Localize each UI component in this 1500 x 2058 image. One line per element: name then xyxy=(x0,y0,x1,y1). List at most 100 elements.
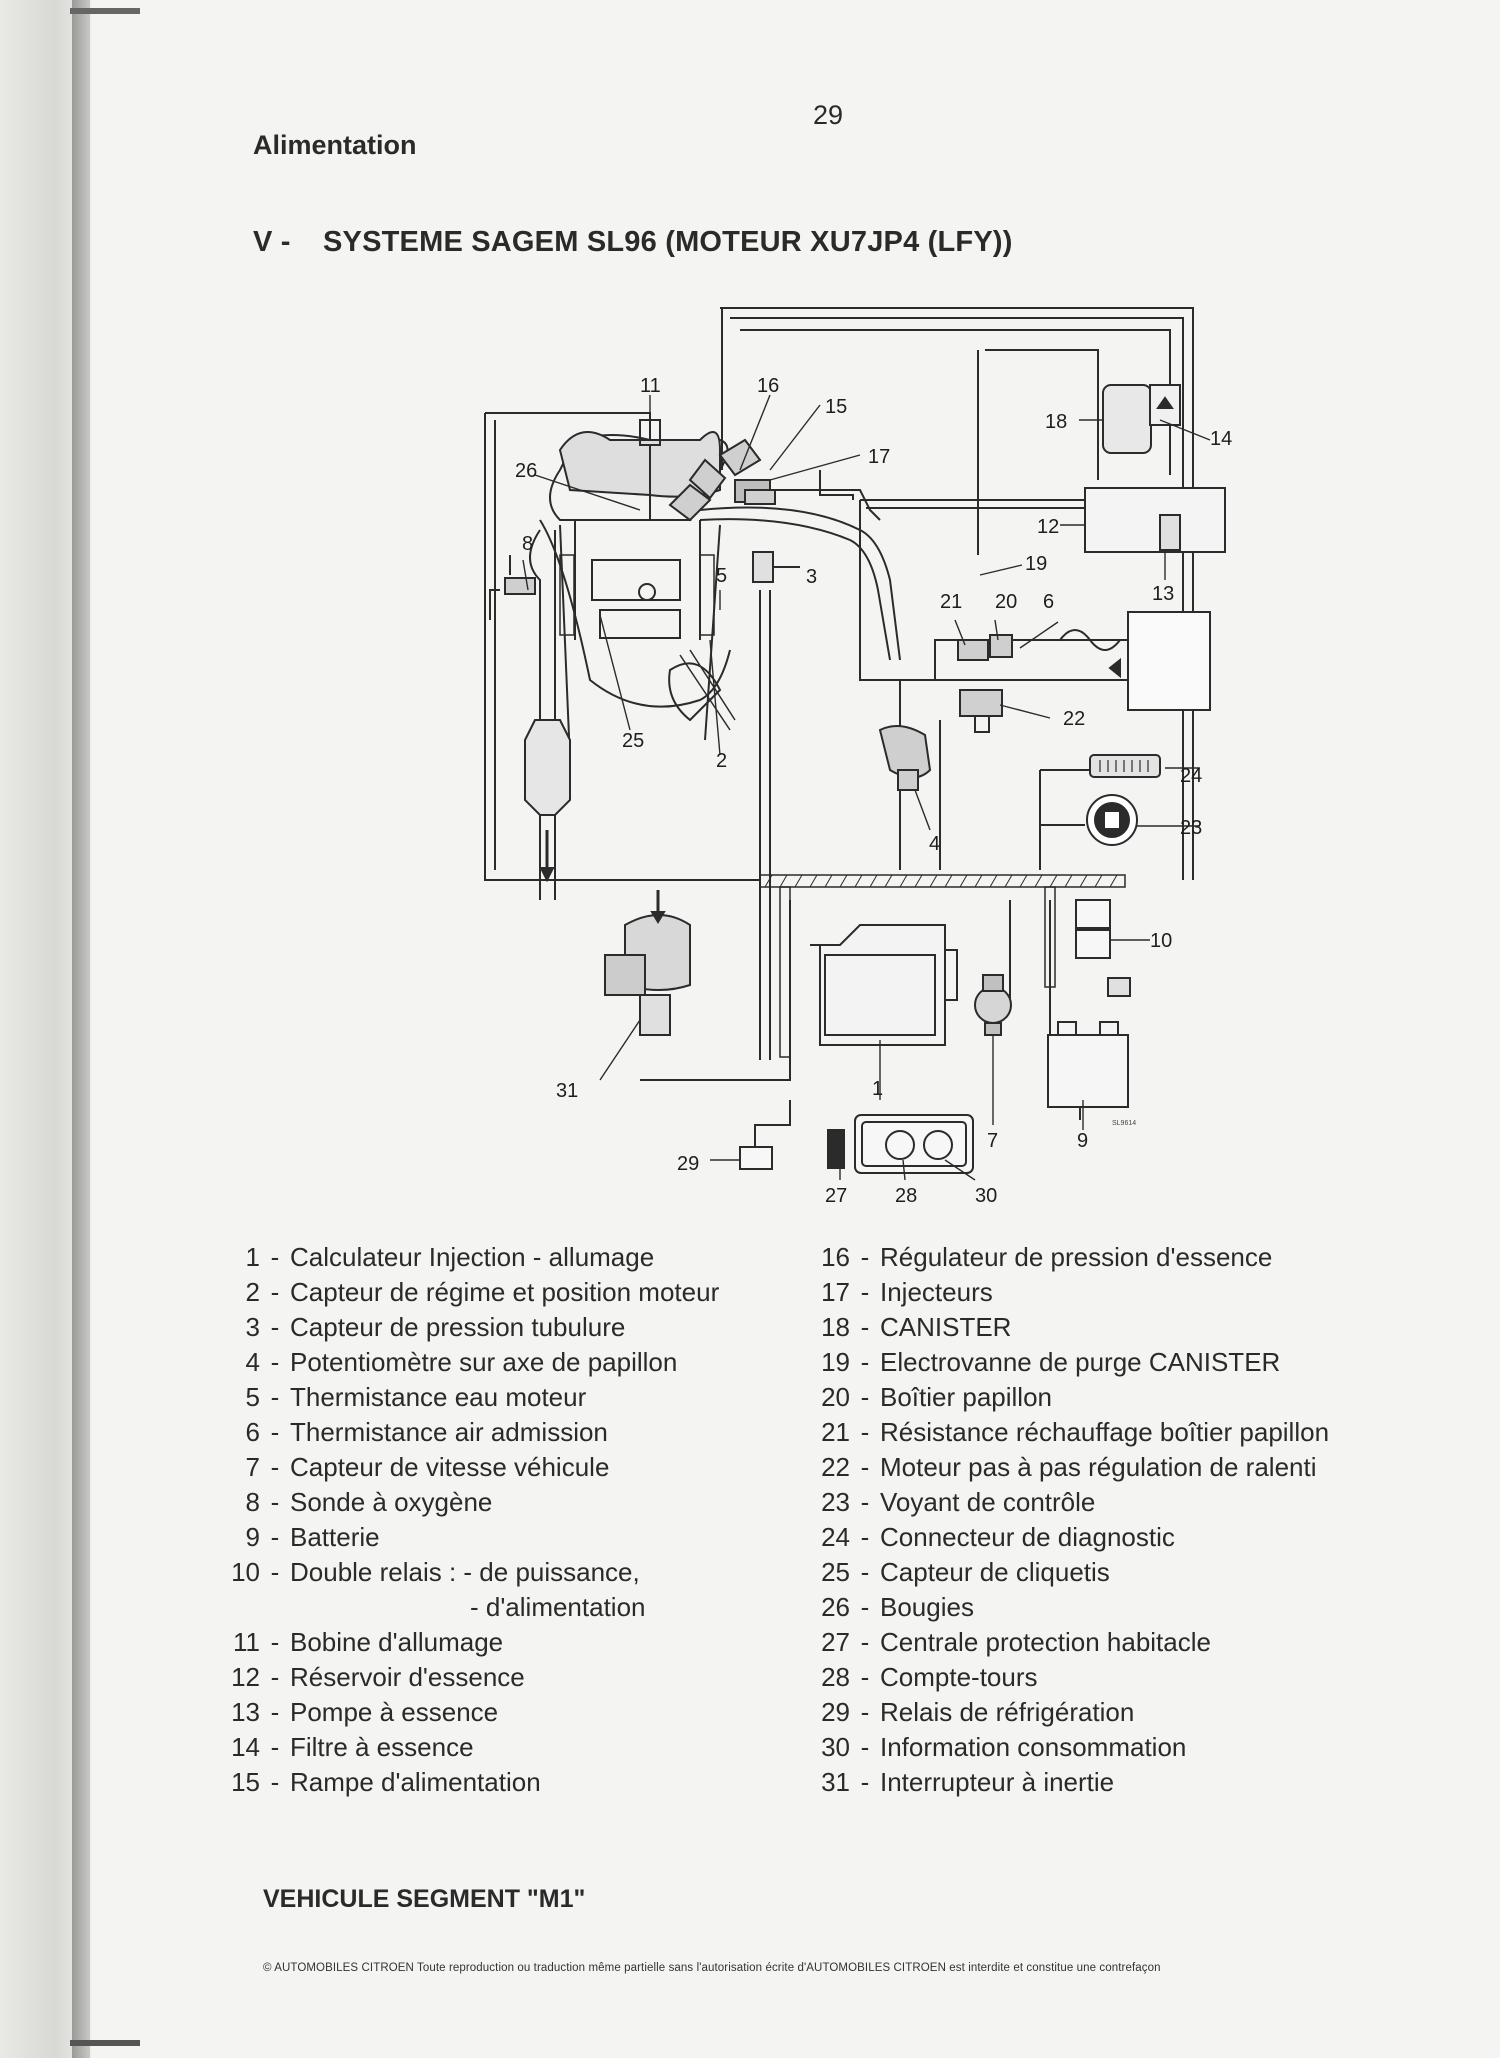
legend-item: 11-Bobine d'allumage xyxy=(210,1625,719,1660)
ignition-coil xyxy=(558,419,721,520)
legend-text: Interrupteur à inertie xyxy=(880,1767,1115,1797)
legend-text: Batterie xyxy=(290,1522,380,1552)
legend-text: CANISTER xyxy=(880,1312,1012,1342)
legend-item: 31-Interrupteur à inertie xyxy=(805,1765,1329,1800)
legend-item: 7-Capteur de vitesse véhicule xyxy=(210,1450,719,1485)
legend-num: 18 xyxy=(821,1312,850,1342)
legend-text: Boîtier papillon xyxy=(880,1382,1052,1412)
callout-17: 17 xyxy=(868,446,890,468)
legend-num: 20 xyxy=(821,1382,850,1412)
legend-item: 25-Capteur de cliquetis xyxy=(805,1555,1329,1590)
legend-num: 6 xyxy=(245,1417,260,1447)
legend-num: 9 xyxy=(245,1522,260,1552)
callout-leaders xyxy=(522,394,1211,1181)
callout-9: 9 xyxy=(1077,1130,1088,1152)
vehicle-segment-footer: VEHICULE SEGMENT "M1" xyxy=(263,1885,586,1913)
callout-23: 23 xyxy=(1180,817,1202,839)
callout-3: 3 xyxy=(806,566,817,588)
legend-text: - d'alimentation xyxy=(470,1592,646,1622)
callout-30: 30 xyxy=(975,1185,997,1207)
inertia-switch-31 xyxy=(604,890,691,1036)
legend-num: 15 xyxy=(231,1767,260,1797)
legend-item: 19-Electrovanne de purge CANISTER xyxy=(805,1345,1329,1380)
legend-num: 30 xyxy=(821,1732,850,1762)
callout-26: 26 xyxy=(515,460,537,482)
diagnostic-connector-24 xyxy=(1089,754,1161,778)
legend-item: 9-Batterie xyxy=(210,1520,719,1555)
callout-21: 21 xyxy=(940,591,962,613)
legend-text: Filtre à essence xyxy=(290,1732,474,1762)
callout-14: 14 xyxy=(1210,428,1232,450)
legend-text: Thermistance eau moteur xyxy=(290,1382,587,1412)
callout-18: 18 xyxy=(1045,411,1067,433)
legend-item: 21-Résistance réchauffage boîtier papill… xyxy=(805,1415,1329,1450)
canister-18 xyxy=(1102,384,1181,454)
pressure-sensor-3 xyxy=(752,551,800,583)
legend-text: Thermistance air admission xyxy=(290,1417,608,1447)
legend-num: 23 xyxy=(821,1487,850,1517)
warning-lamp-23 xyxy=(1086,794,1138,846)
callout-22: 22 xyxy=(1063,708,1085,730)
legend-item: 20-Boîtier papillon xyxy=(805,1380,1329,1415)
legend-item: 8-Sonde à oxygène xyxy=(210,1485,719,1520)
callout-6: 6 xyxy=(1043,591,1054,613)
legend-num: 1 xyxy=(245,1242,260,1272)
legend-text: Compte-tours xyxy=(880,1662,1038,1692)
legend-item: 23-Voyant de contrôle xyxy=(805,1485,1329,1520)
callout-16: 16 xyxy=(757,375,779,397)
legend-item: 6-Thermistance air admission xyxy=(210,1415,719,1450)
legend-item-continued: - d'alimentation xyxy=(210,1590,719,1625)
legend-text: Bougies xyxy=(880,1592,974,1622)
speed-sensor-7 xyxy=(974,974,1012,1036)
legend-item: 13-Pompe à essence xyxy=(210,1695,719,1730)
binding-shadow xyxy=(72,0,90,2058)
callout-25: 25 xyxy=(622,730,644,752)
legend-text: Réservoir d'essence xyxy=(290,1662,525,1692)
legend-num: 22 xyxy=(821,1452,850,1482)
legend-num: 8 xyxy=(245,1487,260,1517)
legend-item: 12-Réservoir d'essence xyxy=(210,1660,719,1695)
callout-7: 7 xyxy=(987,1130,998,1152)
legend-item: 24-Connecteur de diagnostic xyxy=(805,1520,1329,1555)
legend-text: Information consommation xyxy=(880,1732,1187,1762)
legend-item: 28-Compte-tours xyxy=(805,1660,1329,1695)
relay-29 xyxy=(739,1100,791,1170)
ecu-1 xyxy=(810,924,958,1046)
legend-right-column: 16-Régulateur de pression d'essence 17-I… xyxy=(805,1240,1329,1800)
legend-item: 3-Capteur de pression tubulure xyxy=(210,1310,719,1345)
callout-12: 12 xyxy=(1037,516,1059,538)
legend-text: Connecteur de diagnostic xyxy=(880,1522,1175,1552)
legend-num: 13 xyxy=(231,1697,260,1727)
legend-item: 15-Rampe d'alimentation xyxy=(210,1765,719,1800)
legend-num: 10 xyxy=(231,1557,260,1587)
legend-text: Rampe d'alimentation xyxy=(290,1767,541,1797)
callout-29: 29 xyxy=(677,1153,699,1175)
legend-text: Capteur de cliquetis xyxy=(880,1557,1110,1587)
legend-text: Sonde à oxygène xyxy=(290,1487,493,1517)
double-relay-10 xyxy=(1075,899,1131,997)
legend-item: 22-Moteur pas à pas régulation de ralent… xyxy=(805,1450,1329,1485)
legend-num: 24 xyxy=(821,1522,850,1552)
page-number: 29 xyxy=(813,100,844,130)
title-text: SYSTEME SAGEM SL96 (MOTEUR XU7JP4 (LFY)) xyxy=(323,226,1013,258)
callout-5: 5 xyxy=(716,565,727,587)
throttle-potentiometer-4 xyxy=(878,725,932,791)
callout-15: 15 xyxy=(825,396,847,418)
callout-2: 2 xyxy=(716,750,727,772)
legend-text: Résistance réchauffage boîtier papillon xyxy=(880,1417,1330,1447)
legend-num: 7 xyxy=(245,1452,260,1482)
legend-item: 17-Injecteurs xyxy=(805,1275,1329,1310)
legend-num: 19 xyxy=(821,1347,850,1377)
legend-num: 4 xyxy=(245,1347,260,1377)
legend-num: 26 xyxy=(821,1592,850,1622)
legend-num: 17 xyxy=(821,1277,850,1307)
figure-ref-code: SL9614 xyxy=(1112,1120,1136,1127)
legend-item: 30-Information consommation xyxy=(805,1730,1329,1765)
callout-27: 27 xyxy=(825,1185,847,1207)
callout-28: 28 xyxy=(895,1185,917,1207)
legend-num: 25 xyxy=(821,1557,850,1587)
scan-corner-mark xyxy=(70,8,140,14)
legend-num: 3 xyxy=(245,1312,260,1342)
callout-1: 1 xyxy=(872,1078,883,1100)
scan-corner-mark xyxy=(70,2040,140,2046)
